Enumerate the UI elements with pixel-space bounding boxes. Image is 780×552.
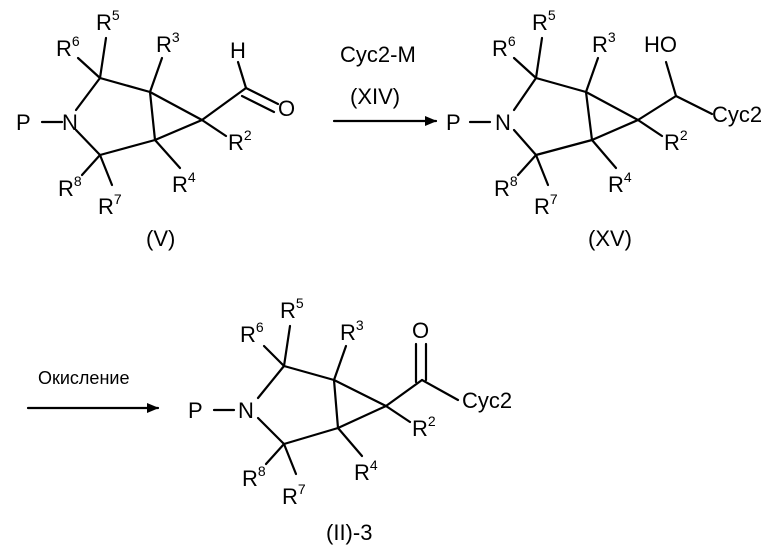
compound-xv: P N HO Cyc2 R6 R5 R3 R2 R4 R8 R7 (XV) — [446, 7, 762, 251]
step1-reagent: Cyc2-M — [340, 42, 416, 67]
step2-label: Окисление — [38, 368, 129, 388]
v-r6-label: R6 — [56, 33, 80, 61]
compound-ii-3: P N O Cyc2 R6 R5 R3 R2 R4 R8 R7 (II)-3 — [188, 295, 512, 545]
ii3-r5-label: R5 — [280, 295, 304, 323]
ii3-o-atom: O — [412, 318, 429, 343]
compound-ii-3-label: (II)-3 — [326, 520, 372, 545]
v-r2-label: R2 — [228, 127, 252, 155]
v-r8-label: R8 — [58, 173, 82, 201]
xv-r2-label: R2 — [664, 127, 688, 155]
xv-r3-label: R3 — [592, 29, 616, 57]
step1-reagent-id: (XIV) — [350, 84, 400, 109]
ii3-p-atom: P — [188, 398, 203, 423]
xv-r6-label: R6 — [492, 33, 516, 61]
xv-cyc2-group: Cyc2 — [712, 102, 762, 127]
v-r5-label: R5 — [96, 7, 120, 35]
xv-r8-label: R8 — [494, 173, 518, 201]
v-n-atom: N — [62, 110, 78, 135]
compound-xv-label: (XV) — [588, 226, 632, 251]
xv-ho-group: HO — [644, 32, 677, 57]
xv-p-atom: P — [446, 110, 461, 135]
v-p-atom: P — [16, 110, 31, 135]
xv-n-atom: N — [495, 110, 511, 135]
ii3-r2-label: R2 — [412, 413, 436, 441]
arrow-step-1: Cyc2-M (XIV) — [334, 42, 436, 121]
ii3-n-atom: N — [238, 398, 254, 423]
ii3-r4-label: R4 — [354, 457, 378, 485]
v-r7-label: R7 — [98, 191, 122, 219]
compound-v: P N H O R6 R5 R3 R2 R4 R8 R7 (V) — [16, 7, 295, 251]
xv-r7-label: R7 — [534, 191, 558, 219]
arrow-step-2: Окисление — [28, 368, 158, 408]
v-h-atom: H — [230, 38, 246, 63]
ii3-r7-label: R7 — [282, 481, 306, 509]
xv-r4-label: R4 — [608, 169, 632, 197]
ii3-cyc2-group: Cyc2 — [462, 388, 512, 413]
v-o-atom: O — [278, 96, 295, 121]
compound-v-label: (V) — [146, 226, 175, 251]
ii3-r8-label: R8 — [242, 463, 266, 491]
ii3-r3-label: R3 — [340, 317, 364, 345]
xv-r5-label: R5 — [532, 7, 556, 35]
v-r4-label: R4 — [172, 169, 196, 197]
v-r3-label: R3 — [156, 29, 180, 57]
ii3-r6-label: R6 — [240, 319, 264, 347]
